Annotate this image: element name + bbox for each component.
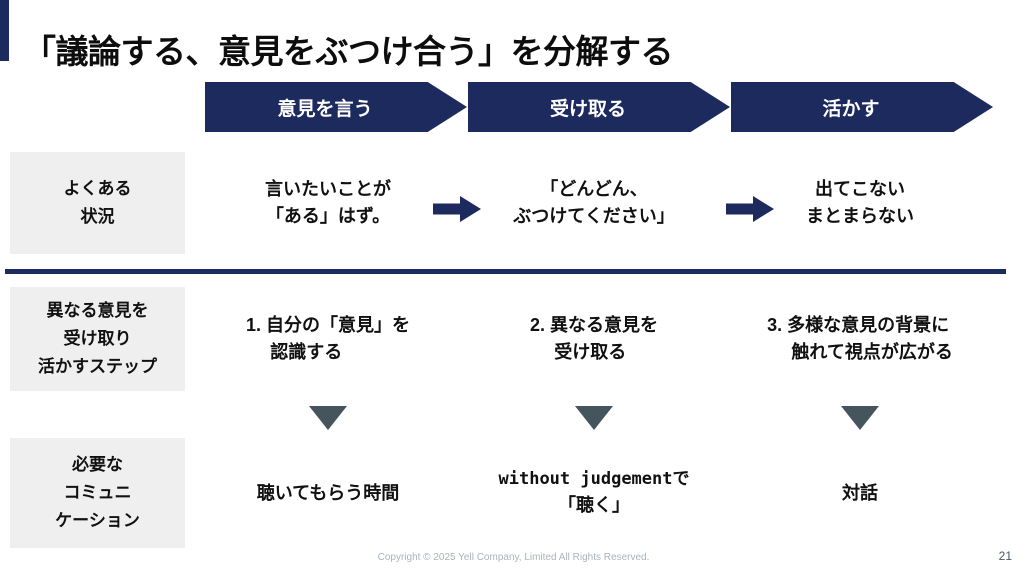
down-triangle-icon: [841, 406, 879, 430]
step-block: 1. 自分の「意見」を 認識する: [246, 312, 410, 366]
situation-cell-speak: 言いたいことが 「ある」はず。: [195, 152, 461, 254]
step-line-1: 2. 異なる意見を: [530, 312, 658, 339]
process-step-banner-receive: 受け取る: [468, 82, 730, 132]
page-number: 21: [998, 549, 1012, 563]
cell-text-line: without judgementで: [498, 468, 690, 489]
row-communication: 聴いてもらう時間 without judgementで 「聴く」 対話: [195, 438, 993, 548]
step-cell-3: 3. 多様な意見の背景に 触れて視点が広がる: [727, 287, 993, 391]
down-triangle-icon: [575, 406, 613, 430]
step-line-2: 認識する: [270, 339, 410, 366]
cell-text-line: 言いたいことが: [265, 179, 391, 199]
step-line-1: 1. 自分の「意見」を: [246, 312, 410, 339]
situation-cell-utilize: 出てこない まとまらない: [727, 152, 993, 254]
right-arrow-icon: [433, 196, 481, 222]
right-arrow-icon: [726, 196, 774, 222]
down-triangle-icon: [309, 406, 347, 430]
cell-text-line: 聴いてもらう時間: [256, 482, 400, 503]
row-label-line: よくある: [63, 178, 132, 198]
copyright-footer: Copyright © 2025 Yell Company, Limited A…: [377, 552, 650, 563]
step-block: 2. 異なる意見を 受け取る: [530, 312, 658, 366]
banner-label: 活かす: [822, 98, 880, 120]
step-text: 自分の「意見」を: [266, 315, 411, 335]
step-cell-1: 1. 自分の「意見」を 認識する: [195, 287, 461, 391]
triangle-slot: [195, 404, 461, 432]
page-title: 「議論する、意見をぶつけ合う」を分解する: [23, 33, 674, 71]
row-label-communication: 必要な コミュニ ケーション: [10, 438, 185, 548]
row-label-line: ケーション: [55, 511, 140, 531]
step-text: 認識する: [270, 342, 343, 362]
process-step-banner-speak: 意見を言う: [205, 82, 467, 132]
step-number: 1.: [245, 315, 261, 335]
row-label-line: 必要な: [72, 454, 123, 474]
step-line-1: 3. 多様な意見の背景に: [767, 312, 953, 339]
communication-cell-utilize: 対話: [727, 438, 993, 548]
triangle-slot: [461, 404, 727, 432]
step-text: 触れて視点が広がる: [791, 342, 953, 362]
cell-text-line: まとまらない: [806, 206, 914, 226]
banner-label: 受け取る: [549, 98, 626, 120]
row-label-line: 受け取り: [63, 328, 132, 348]
row-label-line: 異なる意見を: [46, 300, 149, 320]
step-cell-2: 2. 異なる意見を 受け取る: [461, 287, 727, 391]
row-label-steps: 異なる意見を 受け取り 活かすステップ: [10, 287, 185, 391]
step-line-2: 受け取る: [554, 339, 658, 366]
row-label-line: 活かすステップ: [38, 357, 157, 377]
communication-cell-receive: without judgementで 「聴く」: [461, 438, 727, 548]
step-text: 多様な意見の背景に: [787, 315, 950, 335]
step-text: 異なる意見を: [550, 315, 659, 335]
row-label-line: 状況: [80, 207, 115, 226]
cell-text-line: 「ある」はず。: [265, 206, 391, 226]
banner-label: 意見を言う: [277, 98, 373, 120]
cell-text-line: 出てこない: [815, 179, 905, 199]
row-common-situation: 言いたいことが 「ある」はず。 「どんどん、 ぶつけてください」 出てこない ま…: [195, 152, 993, 254]
triangle-row: [195, 404, 993, 432]
title-accent-bar: [0, 0, 9, 61]
step-number: 3.: [767, 315, 783, 335]
situation-cell-receive: 「どんどん、 ぶつけてください」: [461, 152, 727, 254]
cell-text-line: 対話: [842, 482, 878, 503]
step-line-2: 触れて視点が広がる: [791, 339, 952, 366]
process-step-banner-utilize: 活かす: [731, 82, 993, 132]
cell-text-line: 「聴く」: [558, 495, 630, 516]
row-label-common-situation: よくある 状況: [10, 152, 185, 254]
step-number: 2.: [529, 315, 545, 335]
step-block: 3. 多様な意見の背景に 触れて視点が広がる: [767, 312, 953, 366]
cell-text-line: 「どんどん、: [540, 179, 648, 199]
triangle-slot: [727, 404, 993, 432]
cell-text-line: ぶつけてください」: [513, 206, 675, 226]
section-divider: [5, 269, 1006, 274]
communication-cell-speak: 聴いてもらう時間: [195, 438, 461, 548]
row-label-line: コミュニ: [63, 482, 132, 502]
row-steps: 1. 自分の「意見」を 認識する 2. 異なる意見を 受け取る 3. 多様な意見…: [195, 287, 993, 391]
step-text: 受け取る: [554, 342, 627, 362]
